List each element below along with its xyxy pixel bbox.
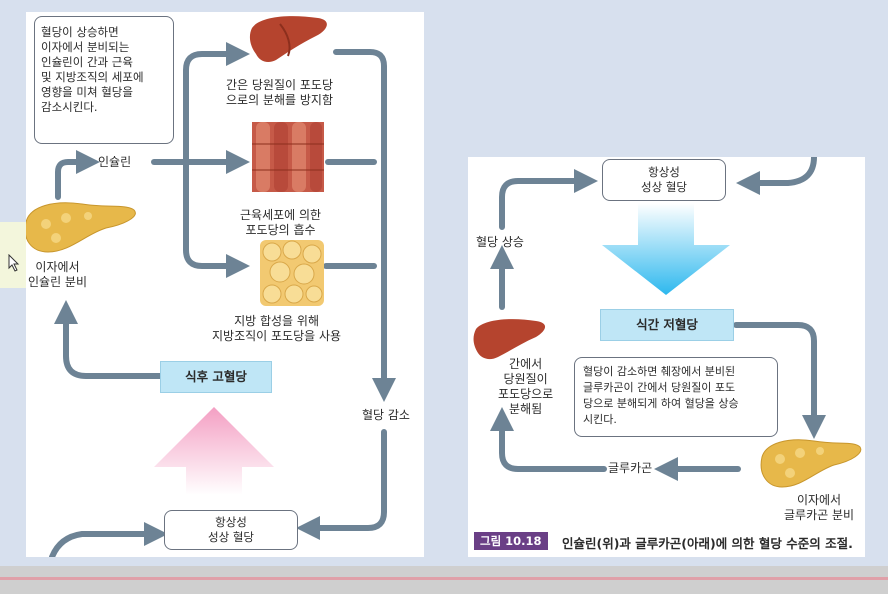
pancreas-insulin-label: 이자에서 인슐린 분비 xyxy=(28,260,88,289)
glucose-increase-label: 혈당 상승 xyxy=(476,235,524,249)
insulin-label: 인슐린 xyxy=(98,155,132,169)
after-meal-hyperglycemia-box: 식후 고혈당 xyxy=(160,361,272,393)
glucose-decrease-label: 혈당 감소 xyxy=(362,408,410,422)
homeostasis-box-left: 항상성 성상 혈당 xyxy=(164,510,298,550)
mouse-cursor-icon xyxy=(8,254,20,272)
muscle-image xyxy=(252,122,324,192)
insulin-note-box: 혈당이 상승하면 이자에서 분비되는 인슐린이 간과 근육 및 지방조직의 세포… xyxy=(34,16,174,144)
figure-number-tag: 그림 10.18 xyxy=(474,532,548,550)
figure-caption: 인슐린(위)과 글루카곤(아래)에 의한 혈당 수준의 조절. xyxy=(562,536,853,551)
liver-image xyxy=(249,16,327,62)
pink-rise-arrow xyxy=(154,407,274,495)
pancreas-glucagon-label: 이자에서 글루카곤 분비 xyxy=(784,493,855,522)
video-bottom-bar xyxy=(0,566,888,594)
cyan-fall-arrow xyxy=(602,203,730,295)
muscle-caption: 근육세포에 의한 포도당의 흡수 xyxy=(240,208,322,237)
liver-image-right xyxy=(473,319,546,360)
liver-glycogen-caption: 간에서 당원질이 포도당으로 분해됨 xyxy=(498,357,554,416)
glucagon-label: 글루카곤 xyxy=(608,461,653,475)
pancreas-image xyxy=(26,202,136,253)
liver-caption: 간은 당원질이 포도당 으로의 분해를 방지함 xyxy=(226,78,333,107)
left-edge-strip xyxy=(0,222,26,288)
insulin-diagram-arrows xyxy=(26,16,396,557)
glucagon-diagram-panel: 항상성 성상 혈당 혈당 상승 식간 저혈당 간에서 당원질이 포도당으로 분해… xyxy=(468,157,865,557)
fat-caption: 지방 합성을 위해 지방조직이 포도당을 사용 xyxy=(212,314,342,343)
video-progress-line[interactable] xyxy=(0,577,888,580)
pancreas-image-right xyxy=(760,439,862,488)
glucagon-diagram-arrows xyxy=(473,157,862,488)
homeostasis-box-right: 항상성 성상 혈당 xyxy=(602,159,726,201)
insulin-diagram-panel: 혈당이 상승하면 이자에서 분비되는 인슐린이 간과 근육 및 지방조직의 세포… xyxy=(26,12,424,557)
glucagon-note-box: 혈당이 감소하면 췌장에서 분비된 글루카곤이 간에서 당원질이 포도 당으로 … xyxy=(574,357,778,437)
fat-tissue-image xyxy=(260,240,324,306)
fasting-hypoglycemia-box: 식간 저혈당 xyxy=(600,309,734,341)
